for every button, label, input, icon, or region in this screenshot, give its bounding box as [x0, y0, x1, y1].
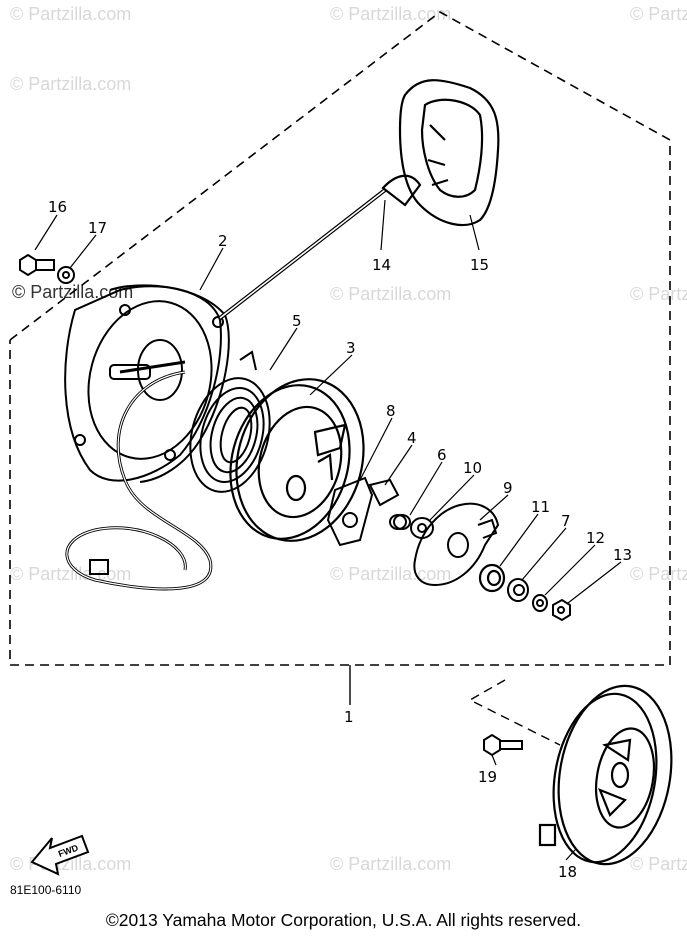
- watermark: © Partzilla.com: [630, 284, 687, 304]
- callout-3: 3: [346, 339, 356, 357]
- washer-10: [410, 517, 434, 539]
- watermark: © Partzilla.com: [10, 4, 131, 24]
- callout-19: 19: [478, 768, 497, 786]
- diagram-code: 81E100-6110: [10, 883, 82, 897]
- callout-14: 14: [372, 256, 391, 274]
- callout-labels: 16 17 2 5 3 8 4 6 10 9 11 7 12 13 14 15 …: [48, 198, 632, 881]
- callout-6: 6: [437, 446, 447, 464]
- callout-4: 4: [407, 429, 417, 447]
- nut-13: [552, 598, 571, 622]
- callout-18: 18: [558, 863, 577, 881]
- callout-7: 7: [561, 512, 571, 530]
- watermark: © Partzilla.com: [330, 854, 451, 874]
- assembly-boundary: [9, 11, 671, 666]
- copyright-notice: ©2013 Yamaha Motor Corporation, U.S.A. A…: [105, 910, 582, 930]
- washer-12: [532, 594, 548, 612]
- watermark: © Partzilla.com: [630, 564, 687, 584]
- forward-arrow-icon: FWD: [30, 834, 90, 876]
- bolt-16: [19, 253, 55, 277]
- washer-11: [478, 563, 506, 593]
- watermark: © Partzilla.com: [10, 564, 131, 584]
- watermark: © Partzilla.com: [630, 854, 687, 874]
- sheave-drum: [229, 378, 365, 542]
- callout-13: 13: [613, 546, 632, 564]
- bolt-19: [483, 733, 523, 757]
- spring-6: [389, 514, 411, 530]
- callout-15: 15: [470, 256, 489, 274]
- starter-case: [64, 284, 230, 483]
- callout-12: 12: [586, 529, 605, 547]
- pawl: [326, 476, 400, 547]
- callout-11: 11: [531, 498, 550, 516]
- spiral-spring: [189, 350, 271, 493]
- callout-1: 1: [344, 708, 354, 726]
- callout-leaders: [34, 199, 622, 861]
- starter-handle: [381, 79, 500, 227]
- drive-pulley: [538, 684, 673, 866]
- callout-10: 10: [463, 459, 482, 477]
- callout-9: 9: [503, 479, 513, 497]
- callout-2: 2: [218, 232, 228, 250]
- watermark: © Partzilla.com: [330, 284, 451, 304]
- drive-plate: [413, 502, 500, 587]
- callout-8: 8: [386, 402, 396, 420]
- callout-16: 16: [48, 198, 67, 216]
- watermark: © Partzilla.com: [330, 4, 451, 24]
- watermark: © Partzilla.com: [10, 74, 131, 94]
- washer-7: [507, 578, 529, 602]
- item-18-leader: [468, 679, 561, 746]
- watermark: © Partzilla.com: [630, 4, 687, 24]
- starter-cord: [65, 188, 387, 591]
- callout-5: 5: [292, 312, 302, 330]
- washer-17: [57, 266, 75, 284]
- callout-17: 17: [88, 219, 107, 237]
- watermarks: © Partzilla.com © Partzilla.com © Partzi…: [10, 4, 687, 874]
- watermark: © Partzilla.com: [330, 564, 451, 584]
